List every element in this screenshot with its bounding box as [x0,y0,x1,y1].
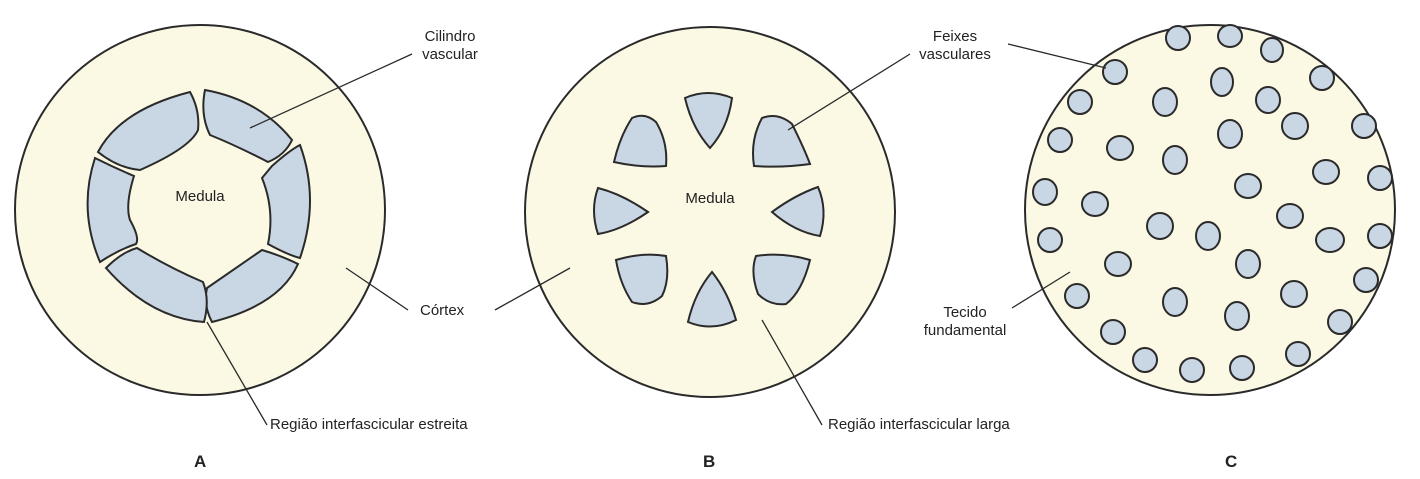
vascular-segment [204,248,300,324]
vascular-bundle [1210,67,1234,97]
scattered-bundles [1032,24,1393,383]
callout-line [494,267,571,311]
vascular-bundle [1217,119,1243,149]
vascular-bundle [1037,227,1063,253]
panel-a-callout-narrow-region: Região interfascicular estreita [270,416,468,433]
vascular-bundle [1067,89,1093,115]
vascular-bundle [1276,203,1304,229]
vascular-bundle [752,253,812,306]
vascular-segment [96,90,200,172]
vascular-bundle [1280,280,1308,308]
callout-line [206,321,268,426]
vascular-segment [260,143,311,260]
vascular-bundle [752,115,812,168]
vascular-bundle [1104,251,1132,277]
vascular-bundle [612,114,668,168]
vascular-bundle [1367,223,1393,249]
vascular-bundle [1165,25,1191,51]
vascular-bundle [1281,112,1309,140]
vascular-bundle [1132,347,1158,373]
vascular-bundle [1102,59,1128,85]
vascular-bundle [1047,127,1073,153]
vascular-bundle [1285,341,1311,367]
vascular-bundle [1260,37,1284,63]
panel-b [494,26,911,426]
vascular-bundle [1106,135,1134,161]
vascular-bundle [770,185,825,238]
vascular-segment [202,88,294,164]
panel-b-letter: B [703,452,716,471]
vascular-bundle [1255,86,1281,114]
panel-c [1007,24,1396,396]
vascular-bundle [1234,173,1262,199]
vascular-bundle [1312,159,1340,185]
panel-a-center-label: Medula [175,188,225,205]
vascular-bundle [1353,267,1379,293]
callout-line [1011,271,1071,309]
vascular-bundle [686,270,738,328]
vascular-bundle [1064,283,1090,309]
vascular-segment [86,156,139,264]
callout-line [761,319,823,426]
vascular-bundle [1032,178,1058,206]
vascular-bundle [683,92,734,150]
vascular-bundle [1367,165,1393,191]
cortex-label: Córtex [420,302,465,319]
vascular-bundle [1351,113,1377,139]
vascular-bundle [1224,301,1250,331]
panel-b-center-label: Medula [685,190,735,207]
vascular-bundle [1146,212,1174,240]
vascular-bundle [1100,319,1126,345]
callout-line [1007,43,1107,69]
panel-b-outline [524,26,896,398]
panel-c-outline [1024,24,1396,396]
vascular-bundle [614,253,669,305]
vascular-bundle [593,186,650,236]
panel-b-callout-wide-region: Região interfascicular larga [828,416,1010,433]
callout-line [249,53,413,129]
panel-a-letter: A [194,452,207,471]
vascular-bundle [1179,357,1205,383]
panel-c-callout-ground-tissue: Tecido fundamental [923,304,1007,339]
callout-line [787,53,911,131]
vascular-bundle [1162,287,1188,317]
panel-c-callout-bundles: Feixes vasculares [919,28,991,63]
vascular-bundle [1309,65,1335,91]
vascular-bundle [1195,221,1221,251]
vascular-bundle [1217,24,1243,48]
vascular-bundle [1229,355,1255,381]
panel-a [14,24,413,426]
vascular-bundle [1152,87,1178,117]
panel-a-outline [14,24,386,396]
vascular-bundle [1315,227,1345,253]
vascular-bundle [1081,191,1109,217]
vascular-segment [104,246,208,324]
vascular-bundle [1162,145,1188,175]
vascular-bundle [1235,249,1261,279]
panel-a-callout-cylinder: Cilindro vascular [422,28,478,63]
panel-c-letter: C [1225,452,1238,471]
callout-line [345,267,409,311]
vascular-bundle [1327,309,1353,335]
